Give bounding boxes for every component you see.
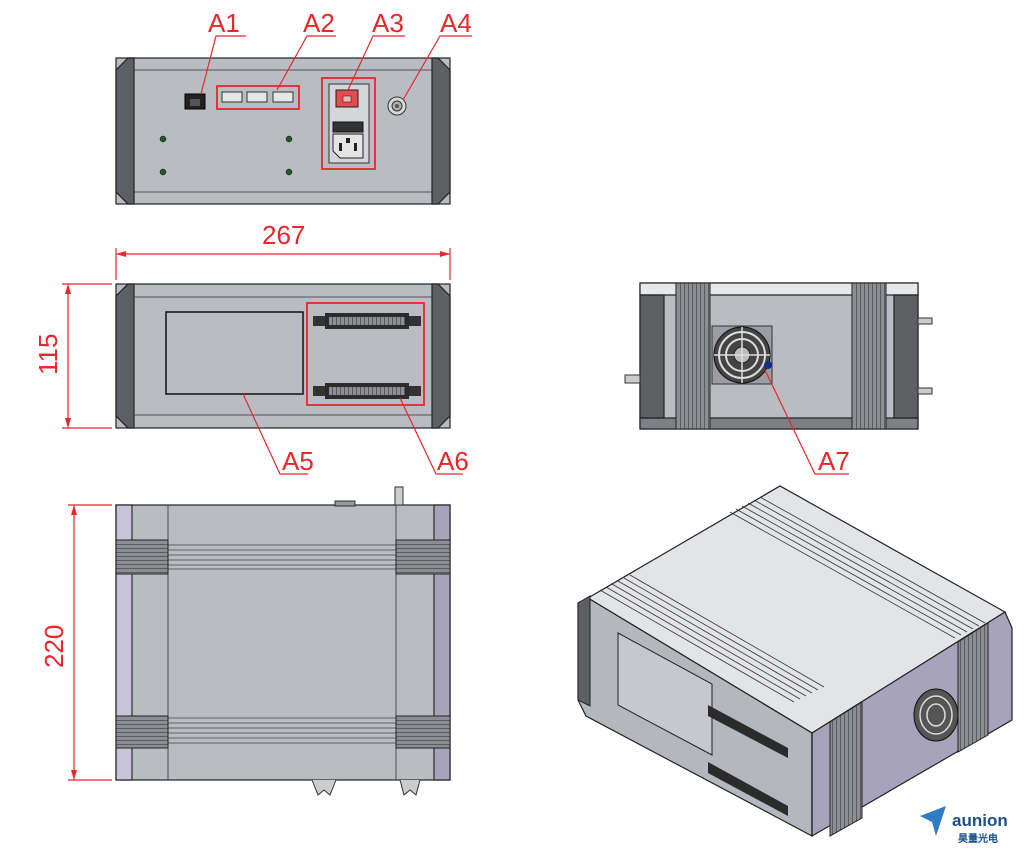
svg-text:220: 220 bbox=[39, 625, 69, 668]
logo-arrow-icon bbox=[920, 806, 946, 836]
dimension-depth: 220 bbox=[39, 504, 112, 781]
top-view bbox=[115, 486, 451, 796]
callout-a3: A3 bbox=[347, 8, 405, 91]
callout-a4: A4 bbox=[402, 8, 472, 101]
svg-text:A6: A6 bbox=[437, 446, 469, 476]
callout-a1: A1 bbox=[200, 8, 246, 95]
callout-a5: A5 bbox=[242, 393, 314, 476]
svg-text:A4: A4 bbox=[440, 8, 472, 38]
svg-text:A1: A1 bbox=[208, 8, 240, 38]
svg-text:aunion: aunion bbox=[952, 811, 1008, 830]
svg-text:A5: A5 bbox=[282, 446, 314, 476]
rear-view bbox=[115, 283, 451, 429]
db-connector-top bbox=[313, 313, 421, 329]
callout-a2: A2 bbox=[276, 8, 336, 91]
a6-highlight-box bbox=[306, 302, 425, 406]
svg-text:A2: A2 bbox=[303, 8, 335, 38]
svg-text:115: 115 bbox=[33, 334, 63, 375]
iso-cooling-fan bbox=[913, 688, 959, 742]
svg-text:昊量光电: 昊量光电 bbox=[958, 832, 998, 845]
a3-highlight-box bbox=[321, 77, 376, 170]
svg-text:A7: A7 bbox=[818, 446, 850, 476]
header-connectors bbox=[221, 91, 294, 103]
svg-text:267: 267 bbox=[262, 220, 305, 250]
dimension-width: 267 bbox=[115, 220, 451, 280]
iso-display-window bbox=[617, 632, 713, 756]
callout-a6: A6 bbox=[399, 397, 469, 476]
a2-highlight-box bbox=[216, 85, 300, 110]
callout-a7: A7 bbox=[764, 369, 850, 476]
front-view bbox=[115, 57, 451, 205]
db-connector-bottom bbox=[313, 383, 421, 399]
svg-text:A3: A3 bbox=[372, 8, 404, 38]
cooling-fan bbox=[711, 325, 773, 385]
side-view bbox=[624, 282, 933, 430]
dimension-height: 115 bbox=[33, 283, 112, 429]
isometric-view bbox=[577, 485, 1013, 838]
screw-holes bbox=[159, 135, 293, 176]
display-window bbox=[165, 311, 304, 395]
brand-logo: aunion 昊量光电 bbox=[920, 806, 1008, 845]
